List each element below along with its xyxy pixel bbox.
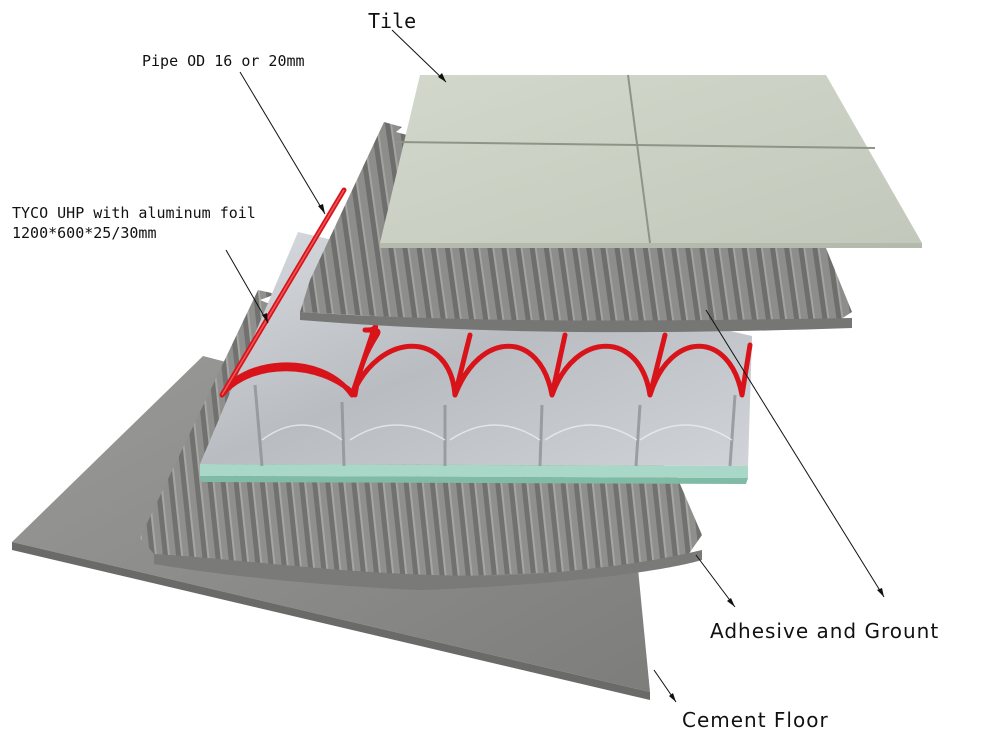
pipe-leader-line: [239, 71, 326, 215]
tile-leader-line: [391, 29, 447, 83]
adhesive-arrowhead-upper: [877, 588, 884, 597]
tile-label: Tile: [368, 9, 416, 33]
board-leader-line: [225, 249, 269, 324]
cement-arrowhead: [669, 693, 676, 702]
leader-lines: [225, 29, 885, 703]
board-label-line1: TYCO UHP with aluminum foil: [12, 204, 256, 222]
pipe-label: Pipe OD 16 or 20mm: [142, 52, 305, 70]
board-label-line2: 1200*600*25/30mm: [12, 224, 157, 242]
pipe-arrowhead: [318, 204, 325, 214]
adhesive-label: Adhesive and Grount: [710, 619, 939, 643]
tile-layer: [380, 74, 922, 248]
adhesive-arrowhead-lower: [727, 598, 735, 607]
adhesive-leader-line-upper: [705, 309, 885, 598]
tile-arrowhead: [438, 73, 446, 82]
adhesive-leader-line-lower: [695, 554, 736, 608]
leader-arrowheads: [262, 73, 884, 702]
heating-pipe: [219, 187, 753, 398]
cement-label: Cement Floor: [682, 708, 829, 732]
board-arrowhead: [262, 313, 268, 323]
